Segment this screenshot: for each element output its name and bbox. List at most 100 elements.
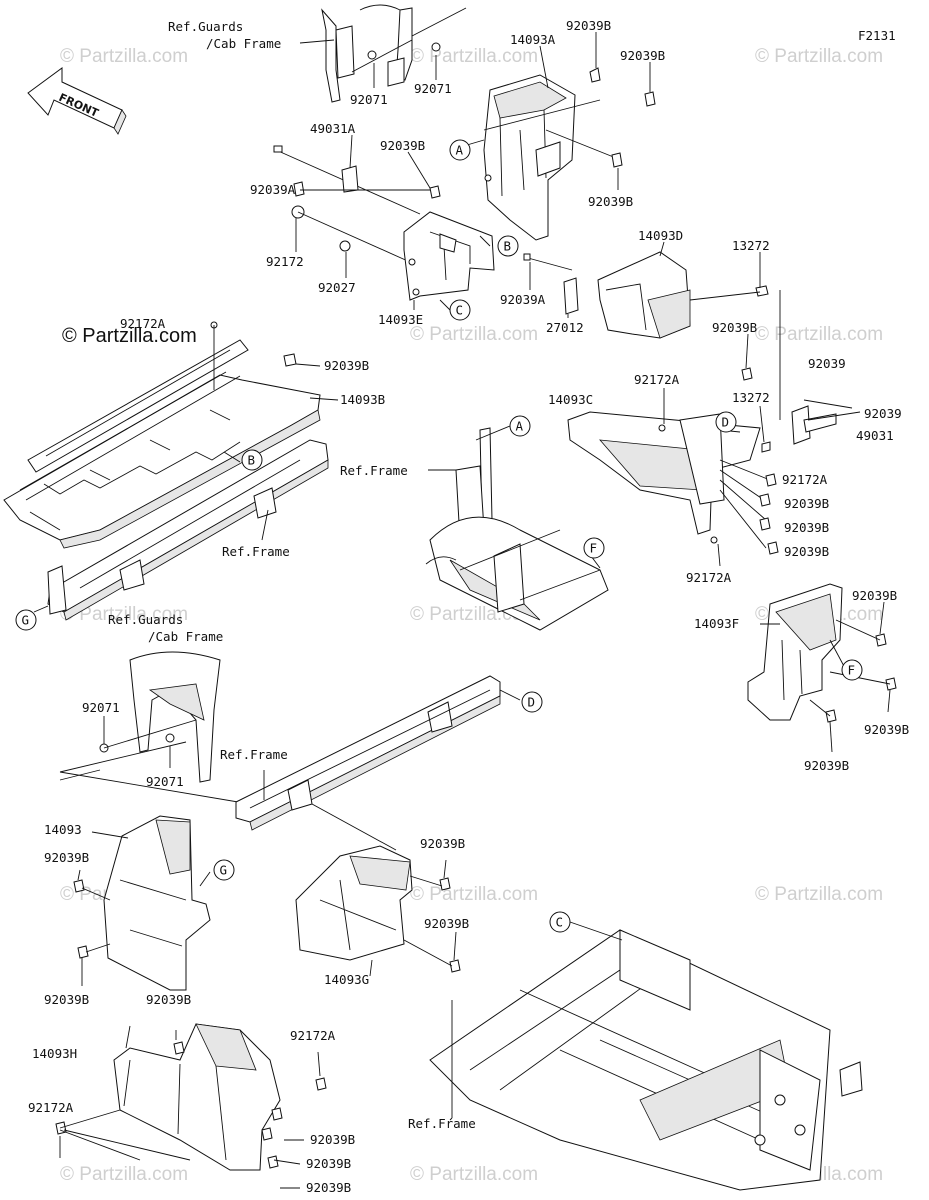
- part-label: 92071: [146, 774, 184, 789]
- watermark: © Partzilla.com: [755, 884, 883, 905]
- part-label: 92172A: [782, 472, 828, 487]
- part-label: 49031: [856, 428, 894, 443]
- ref-label: /Cab Frame: [206, 36, 281, 51]
- leader-lines: [33, 32, 891, 1189]
- part-label: 92172A: [634, 372, 680, 387]
- part-label: 92039B: [864, 722, 909, 737]
- callout-label: G: [22, 613, 30, 628]
- watermark: © Partzilla.com: [410, 46, 538, 67]
- part-label: 92039B: [380, 138, 425, 153]
- callout-label: D: [722, 415, 730, 430]
- part-label: 14093: [44, 822, 82, 837]
- callout-label: D: [528, 695, 536, 710]
- part-label: 14093H: [32, 1046, 77, 1061]
- part-label: 92039B: [852, 588, 897, 603]
- part-14093A-drawing: [483, 67, 656, 241]
- part-label: 14093G: [324, 972, 369, 987]
- part-label: 92071: [414, 81, 452, 96]
- part-label: 14093F: [694, 616, 739, 631]
- callout-circle: [449, 139, 471, 161]
- part-label: 92039B: [804, 758, 849, 773]
- part-label: 27012: [546, 320, 584, 335]
- part-label: 92039: [864, 406, 902, 421]
- part-label: 92172: [266, 254, 304, 269]
- watermark: © Partzilla.com: [60, 604, 188, 625]
- part-label: 92027: [318, 280, 356, 295]
- watermark: © Partzilla.com: [410, 884, 538, 905]
- callout-label: C: [456, 303, 464, 318]
- part-label: 92039B: [310, 1132, 355, 1147]
- callout-label: A: [456, 143, 464, 158]
- part-label: 92039B: [44, 992, 89, 1007]
- part-label: 92172A: [120, 316, 166, 331]
- part-label: 13272: [732, 238, 770, 253]
- part-label: 92071: [350, 92, 388, 107]
- ref-label: Ref.Frame: [222, 544, 290, 559]
- part-label: 14093A: [510, 32, 556, 47]
- part-14093F-drawing: [747, 583, 897, 723]
- ref-label: Ref.Frame: [340, 463, 408, 478]
- part-14093G-drawing: [295, 845, 461, 973]
- part-labels: 92071 92071 14093A 92039B 92039B 49031A …: [28, 18, 909, 1195]
- callout-circle: [521, 691, 543, 713]
- watermark: © Partzilla.com: [60, 1164, 188, 1185]
- callout-label: F: [590, 541, 598, 556]
- frame-center-drawing: [425, 427, 609, 631]
- part-label: 92039B: [588, 194, 633, 209]
- part-label: 49031A: [310, 121, 356, 136]
- frame-chassis-drawing: [429, 929, 863, 1191]
- callout-circle: [509, 415, 531, 437]
- watermark: © Partzilla.com: [60, 46, 188, 67]
- callout-circle: [449, 299, 471, 321]
- callout-circle: [583, 537, 605, 559]
- front-arrow-icon: FRONT: [27, 67, 127, 135]
- part-label: 92039A: [250, 182, 296, 197]
- callout-circle: [497, 235, 519, 257]
- callout-circle: [841, 659, 863, 681]
- callout-circle: [241, 449, 263, 471]
- frame-rail-d-drawing: [235, 675, 501, 851]
- watermark: © Partzilla.com: [755, 46, 883, 67]
- part-label: 92039B: [420, 836, 465, 851]
- part-label: 14093B: [340, 392, 385, 407]
- part-label: 92039B: [324, 358, 369, 373]
- callout-label: A: [516, 419, 524, 434]
- part-label: 14093D: [638, 228, 683, 243]
- part-label: 92039B: [424, 916, 469, 931]
- part-label: 92039B: [44, 850, 89, 865]
- cab-frame-mid-drawing: [59, 651, 251, 805]
- ref-label: /Cab Frame: [148, 629, 223, 644]
- part-label: 92039B: [306, 1156, 351, 1171]
- part-label: 13272: [732, 390, 770, 405]
- part-label: 92039B: [620, 48, 665, 63]
- ref-label: Ref.Guards: [108, 612, 183, 627]
- part-14093B-drawing: [3, 321, 321, 549]
- ref-label: Ref.Frame: [408, 1116, 476, 1131]
- part-14093C-drawing: [567, 367, 779, 555]
- callout-label: F: [848, 663, 856, 678]
- callout-circle: [549, 911, 571, 933]
- part-label: 14093C: [548, 392, 593, 407]
- part-label: 92039B: [784, 520, 829, 535]
- part-49031-drawing: [779, 290, 861, 445]
- part-label: 14093E: [378, 312, 423, 327]
- callout-circle: [213, 859, 235, 881]
- figure-code: F2131: [858, 28, 896, 43]
- ref-label: Ref.Guards: [168, 19, 243, 34]
- part-14093-drawing: [73, 815, 211, 991]
- watermark: © Partzilla.com: [410, 1164, 538, 1185]
- part-label: 92039B: [784, 544, 829, 559]
- cab-frame-top-drawing: [321, 4, 467, 103]
- callout-label: B: [248, 453, 256, 468]
- watermark: © Partzilla.com: [410, 324, 538, 345]
- part-14093H-drawing: [55, 1023, 327, 1171]
- part-label: 92172A: [290, 1028, 336, 1043]
- part-label: 92039B: [146, 992, 191, 1007]
- part-label: 92039B: [712, 320, 757, 335]
- watermark: © Partzilla.com: [755, 324, 883, 345]
- part-label: 92172A: [686, 570, 732, 585]
- callout-circle: [715, 411, 737, 433]
- reference-labels: Ref.Guards /Cab Frame Ref.Guards /Cab Fr…: [108, 19, 476, 1131]
- part-label: 92039: [808, 356, 846, 371]
